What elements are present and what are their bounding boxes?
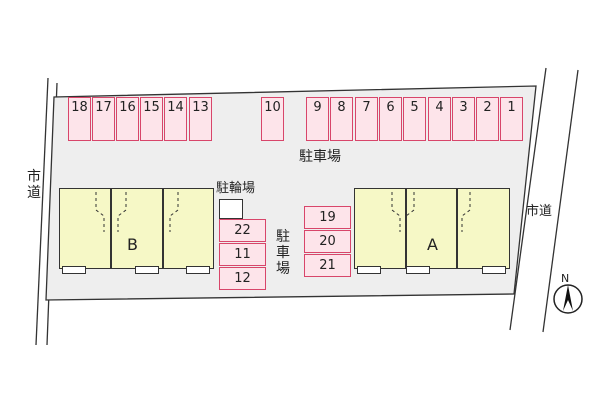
parking-space-7: 7 [355,97,378,141]
parking-space-number: 9 [313,100,322,115]
road-right-label: 市道 [526,204,553,219]
parking-space-number: 2 [483,100,492,115]
parking-space-17: 17 [92,97,115,141]
parking-space-number: 6 [386,100,395,115]
parking-space-number: 18 [71,100,88,115]
parking-space-13: 13 [189,97,212,141]
north-label: N [561,272,570,285]
parking-space-15: 15 [140,97,163,141]
parking-space-8: 8 [330,97,353,141]
road-left-label: 市道 [27,169,41,202]
parking-space-number: 19 [319,210,336,225]
bicycle-parking-area [219,199,243,219]
bicycle-parking-label: 駐輪場 [216,181,256,196]
parking-space-14: 14 [164,97,187,141]
parking-space-number: 3 [459,100,468,115]
parking-space-3: 3 [452,97,475,141]
parking-space-number: 20 [319,234,336,249]
building-b-entrance-1 [62,266,86,274]
building-b-entrance-3 [186,266,210,274]
parking-space-11: 11 [219,243,266,266]
parking-label-top: 駐車場 [299,149,341,165]
parking-space-number: 7 [362,100,371,115]
parking-space-18: 18 [68,97,91,141]
parking-label-vertical: 駐 車 場 [275,229,291,277]
building-a-entrance-1 [357,266,381,274]
parking-label-char-1: 駐 [276,229,290,245]
parking-space-21: 21 [304,254,351,277]
parking-space-number: 1 [507,100,516,115]
parking-space-number: 5 [410,100,419,115]
parking-space-number: 15 [143,100,160,115]
parking-space-5: 5 [403,97,426,141]
parking-space-9: 9 [306,97,329,141]
building-a-unit-1 [354,188,406,269]
parking-space-20: 20 [304,230,351,253]
parking-space-number: 17 [95,100,112,115]
parking-space-number: 16 [119,100,136,115]
building-a-unit-2 [406,188,457,269]
parking-space-number: 14 [167,100,184,115]
parking-space-number: 21 [319,258,336,273]
parking-space-number: 10 [264,100,281,115]
parking-space-number: 22 [234,223,251,238]
parking-label-char-3: 場 [276,261,290,278]
parking-space-16: 16 [116,97,139,141]
road-right-edge-outer [542,69,579,333]
parking-space-6: 6 [379,97,402,141]
parking-space-12: 12 [219,267,266,290]
parking-space-19: 19 [304,206,351,229]
parking-space-22: 22 [219,219,266,242]
parking-space-4: 4 [428,97,451,141]
building-b-label: B [127,235,138,254]
road-left-edge-outer [35,77,49,346]
parking-label-char-2: 車 [276,245,290,262]
building-b-unit-2 [111,188,163,269]
parking-space-number: 8 [337,100,346,115]
parking-space-number: 11 [234,247,251,262]
parking-space-10: 10 [261,97,284,141]
road-right-edge-inner [509,67,547,331]
parking-space-2: 2 [476,97,499,141]
building-b-unit-3 [163,188,214,269]
parking-space-1: 1 [500,97,523,141]
parking-space-number: 4 [435,100,444,115]
building-b-entrance-2 [135,266,159,274]
building-a-label: A [427,235,438,254]
building-a-entrance-2 [406,266,430,274]
north-arrow-icon [563,285,573,311]
parking-space-number: 12 [234,271,251,286]
parking-space-number: 13 [192,100,209,115]
building-b-unit-1 [59,188,111,269]
building-a-entrance-3 [482,266,506,274]
